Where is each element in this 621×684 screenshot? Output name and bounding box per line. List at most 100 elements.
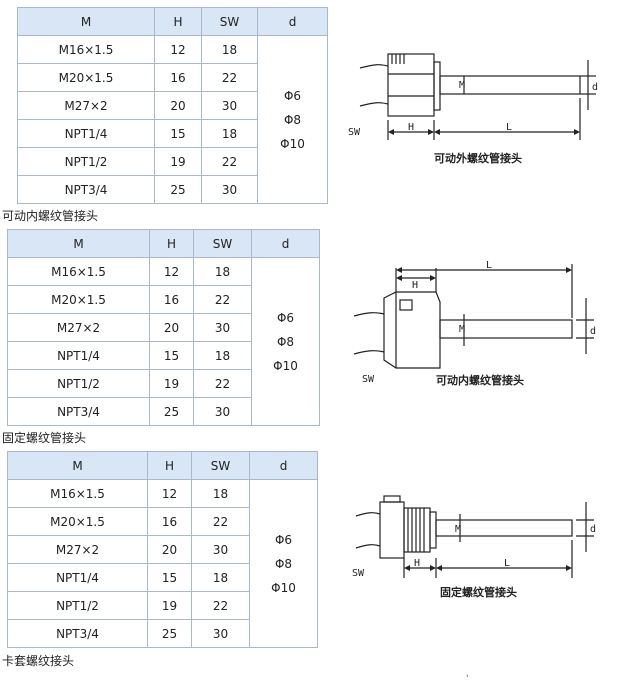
table-header-row: M H SW d bbox=[7, 229, 320, 258]
dim-label-l: L bbox=[486, 260, 492, 271]
cell-d: Φ6 Φ8 Φ10 bbox=[251, 257, 320, 426]
cell-h: 19 bbox=[149, 369, 194, 398]
cell-sw: 18 bbox=[191, 479, 250, 508]
cell-h: 16 bbox=[147, 507, 192, 536]
cell-m: NPT1/4 bbox=[17, 119, 155, 148]
dim-label-d: d bbox=[590, 326, 596, 337]
diagram-title: 固定螺纹管接头 bbox=[440, 585, 517, 599]
cell-sw: 18 bbox=[193, 257, 252, 286]
diagram-title: 可动外螺纹管接头 bbox=[434, 151, 522, 165]
col-header-m: M bbox=[7, 451, 148, 480]
spec-table-1: M H SW d M16×1.5 12 18 Φ6 Φ8 Φ10 M20×1.5… bbox=[17, 7, 328, 204]
table-header-row: M H SW d bbox=[7, 451, 318, 480]
dim-label-m: M bbox=[459, 80, 465, 91]
d-value: Φ6 bbox=[276, 310, 295, 325]
cell-sw: 22 bbox=[193, 369, 252, 398]
dim-label-m: M bbox=[459, 324, 465, 335]
cell-h: 15 bbox=[147, 563, 192, 592]
cell-sw: 22 bbox=[201, 147, 258, 176]
spec-table-2: M H SW d M16×1.5 12 18 Φ6 Φ8 Φ10 M20×1.5… bbox=[7, 229, 320, 426]
table-row: M16×1.5 12 18 Φ6 Φ8 Φ10 bbox=[17, 35, 328, 204]
cell-sw: 22 bbox=[201, 63, 258, 92]
d-value: Φ6 bbox=[283, 88, 302, 103]
cell-m: M16×1.5 bbox=[7, 479, 148, 508]
cell-h: 12 bbox=[149, 257, 194, 286]
col-header-h: H bbox=[147, 451, 192, 480]
col-header-h: H bbox=[154, 7, 202, 36]
cell-h: 20 bbox=[149, 313, 194, 342]
cell-m: NPT1/2 bbox=[17, 147, 155, 176]
cell-sw: 30 bbox=[191, 535, 250, 564]
fitting-drawing: SW H L M d 可动外螺纹管接头 bbox=[348, 53, 598, 165]
cell-sw: 18 bbox=[201, 35, 258, 64]
col-header-d: d bbox=[251, 229, 320, 258]
diagram-fixed-thread-fitting: SW H L M d 固定螺纹管接头 bbox=[340, 488, 610, 608]
cell-sw: 30 bbox=[191, 619, 250, 648]
cell-h: 19 bbox=[147, 591, 192, 620]
cell-sw: 22 bbox=[191, 507, 250, 536]
cell-m: NPT1/2 bbox=[7, 591, 148, 620]
cell-m: NPT1/4 bbox=[7, 341, 150, 370]
cell-h: 12 bbox=[147, 479, 192, 508]
footer-mark: ' bbox=[466, 674, 469, 684]
col-header-d: d bbox=[257, 7, 328, 36]
cell-m: M20×1.5 bbox=[7, 285, 150, 314]
dim-label-sw: SW bbox=[348, 127, 361, 138]
col-header-m: M bbox=[17, 7, 155, 36]
dim-label-h: H bbox=[408, 122, 414, 133]
cell-sw: 18 bbox=[191, 563, 250, 592]
cell-m: M27×2 bbox=[17, 91, 155, 120]
cell-sw: 22 bbox=[191, 591, 250, 620]
fitting-drawing: SW H L M d 可动内螺纹管接头 bbox=[353, 260, 596, 387]
d-value: Φ6 bbox=[274, 532, 293, 547]
cell-h: 12 bbox=[154, 35, 202, 64]
cell-m: M20×1.5 bbox=[17, 63, 155, 92]
cell-h: 16 bbox=[154, 63, 202, 92]
diagram-internal-thread-fitting: SW H L M d 可动内螺纹管接头 bbox=[340, 258, 610, 393]
dim-label-m: M bbox=[455, 524, 461, 535]
dim-label-sw: SW bbox=[362, 374, 375, 385]
dim-label-l: L bbox=[504, 558, 510, 569]
fitting-drawing: SW H L M d 固定螺纹管接头 bbox=[352, 495, 596, 599]
cell-m: NPT3/4 bbox=[17, 175, 155, 204]
d-value: Φ8 bbox=[283, 112, 302, 127]
diagram-title: 可动内螺纹管接头 bbox=[436, 373, 524, 387]
dim-label-h: H bbox=[414, 558, 420, 569]
caption-fixed-thread-fitting: 固定螺纹管接头 bbox=[2, 431, 87, 445]
cell-h: 25 bbox=[149, 397, 194, 426]
d-value: Φ10 bbox=[280, 136, 305, 151]
cell-h: 15 bbox=[154, 119, 202, 148]
cell-m: M27×2 bbox=[7, 313, 150, 342]
table-row: M16×1.5 12 18 Φ6 Φ8 Φ10 bbox=[7, 257, 320, 426]
col-header-sw: SW bbox=[193, 229, 252, 258]
cell-d: Φ6 Φ8 Φ10 bbox=[257, 35, 328, 204]
cell-m: NPT3/4 bbox=[7, 397, 150, 426]
cell-sw: 22 bbox=[193, 285, 252, 314]
dim-label-sw: SW bbox=[352, 568, 365, 579]
cell-sw: 30 bbox=[193, 313, 252, 342]
cell-h: 25 bbox=[154, 175, 202, 204]
caption-internal-thread-fitting: 可动内螺纹管接头 bbox=[2, 209, 99, 223]
diagram-external-thread-fitting: SW H L M d 可动外螺纹管接头 bbox=[340, 40, 610, 175]
d-value: Φ10 bbox=[273, 358, 298, 373]
caption-ferrule-thread-fitting: 卡套螺纹接头 bbox=[2, 654, 75, 668]
cell-h: 15 bbox=[149, 341, 194, 370]
cell-m: M27×2 bbox=[7, 535, 148, 564]
dim-label-h: H bbox=[412, 280, 418, 291]
cell-sw: 18 bbox=[193, 341, 252, 370]
d-value: Φ10 bbox=[271, 580, 296, 595]
d-value: Φ8 bbox=[276, 334, 295, 349]
col-header-h: H bbox=[149, 229, 194, 258]
dim-label-d: d bbox=[592, 82, 598, 93]
cell-sw: 18 bbox=[201, 119, 258, 148]
